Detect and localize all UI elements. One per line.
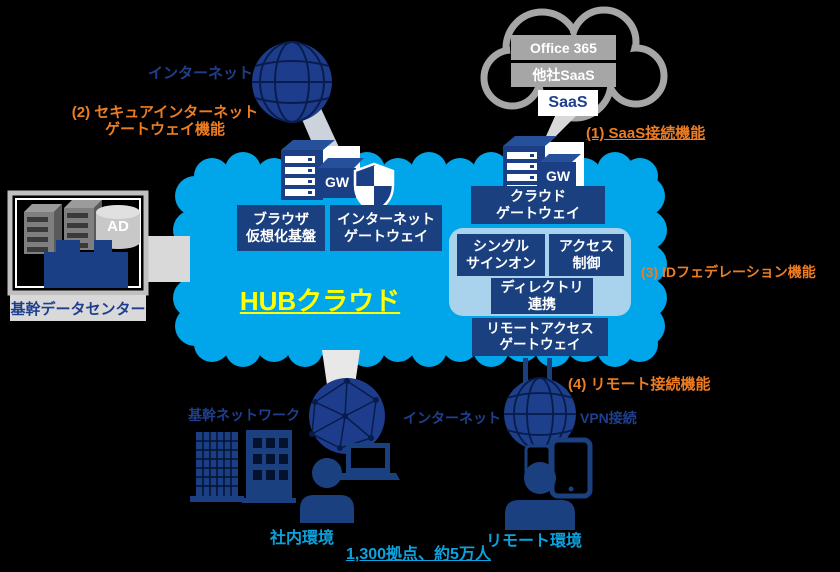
office-buildings-icon — [190, 430, 296, 503]
vpn-label: VPN接続 — [580, 410, 637, 426]
feature-label-1: (1) SaaS接続機能 — [586, 125, 706, 142]
office-env-label: 社内環境 — [270, 530, 335, 547]
feature-label-3: (3) IDフェデレーション機能 — [641, 264, 816, 280]
shield-icon — [353, 162, 395, 214]
ad-label: AD — [107, 217, 129, 235]
internet-globe2-icon — [504, 377, 576, 451]
other-saas-chip: 他社SaaS — [511, 63, 616, 87]
office365-chip: Office 365 — [511, 35, 616, 60]
internet-bottom-label: インターネット — [403, 410, 501, 426]
gw-label-left: GW — [324, 174, 350, 190]
person-icon-office — [300, 458, 354, 523]
gw-server-icon-left — [281, 140, 364, 200]
box-directory-link: ディレクトリ 連携 — [491, 278, 593, 314]
box-cloud-gateway: クラウド ゲートウェイ — [471, 186, 605, 224]
hub-cloud-title: HUBクラウド — [239, 285, 401, 316]
tablet-icon — [549, 437, 593, 499]
gw-label-right: GW — [545, 168, 571, 184]
internet-top-label: インターネット — [148, 65, 254, 82]
remote-env-label: リモート環境 — [486, 533, 583, 550]
network-sphere-icon — [309, 378, 385, 454]
datacenter-label-bar — [10, 295, 146, 321]
box-remote-access-gateway: リモートアクセス ゲートウェイ — [472, 318, 608, 356]
ad-database-icon — [96, 205, 140, 249]
id-federation-group: シングル サインオン アクセス 制御 ディレクトリ 連携 — [449, 228, 631, 316]
gw-server-icon-right — [503, 136, 584, 196]
feature-label-2: (2) セキュアインターネット ゲートウェイ機能 — [71, 103, 259, 138]
laptop-icon — [336, 443, 400, 480]
feature-label-4: (4) リモート接続機能 — [568, 376, 711, 393]
box-access-control: アクセス 制御 — [549, 234, 624, 276]
sites-note: 1,300拠点、約5万人 — [346, 546, 491, 563]
core-network-label: 基幹ネットワーク — [188, 407, 300, 423]
person-icon-remote — [505, 462, 575, 530]
datacenter-label: 基幹データセンター — [10, 300, 146, 318]
saas-tag: SaaS — [538, 90, 598, 116]
datacenter-cloud-connector — [146, 236, 190, 282]
box-single-sign-on: シングル サインオン — [457, 234, 545, 276]
box-browser-virtualization: ブラウザ 仮想化基盤 — [237, 205, 325, 251]
building-icon-datacenter — [44, 240, 128, 288]
box-internet-gateway: インターネット ゲートウェイ — [330, 205, 442, 251]
